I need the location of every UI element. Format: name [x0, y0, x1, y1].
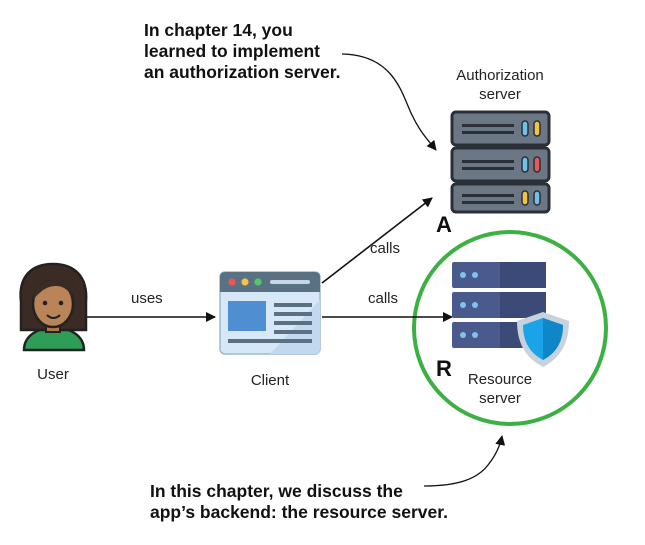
edge-label-uses: uses	[131, 290, 163, 307]
top-annotation-line: an authorization server.	[144, 62, 341, 82]
client-label: Client	[250, 372, 290, 389]
resource-server-label-line: Resource	[467, 371, 533, 388]
bottom-annotation-line: In this chapter, we discuss the	[150, 481, 403, 501]
client-window-icon	[219, 271, 321, 355]
annotation-arrow-bottom	[423, 435, 506, 487]
bottom-annotation-line: app’s backend: the resource server.	[150, 502, 448, 522]
resource-marker: R	[436, 356, 452, 381]
top-annotation-line: In chapter 14, you	[144, 20, 293, 40]
edge-label-calls-auth: calls	[370, 240, 401, 257]
resource-server-label-line: server	[479, 390, 521, 407]
resource-server-label: Resource server	[450, 370, 550, 408]
shield-icon	[517, 312, 569, 367]
authorization-server-label: Authorization server	[430, 66, 570, 104]
top-annotation-line: learned to implement	[144, 41, 321, 61]
arrow-client-to-auth	[321, 197, 433, 284]
resource-highlight-circle	[412, 230, 608, 426]
authorization-server-icon	[450, 110, 551, 214]
authorization-server-label-line: Authorization	[456, 67, 544, 84]
bottom-annotation: In this chapter, we discuss the app’s ba…	[150, 481, 448, 523]
edge-label-calls-resource: calls	[368, 290, 399, 307]
authorization-marker: A	[436, 212, 452, 237]
annotation-arrow-top	[341, 53, 437, 151]
authorization-server-label-line: server	[479, 86, 521, 103]
top-annotation: In chapter 14, you learned to implement …	[144, 20, 340, 83]
user-avatar-icon	[19, 262, 88, 352]
user-label: User	[37, 366, 69, 383]
